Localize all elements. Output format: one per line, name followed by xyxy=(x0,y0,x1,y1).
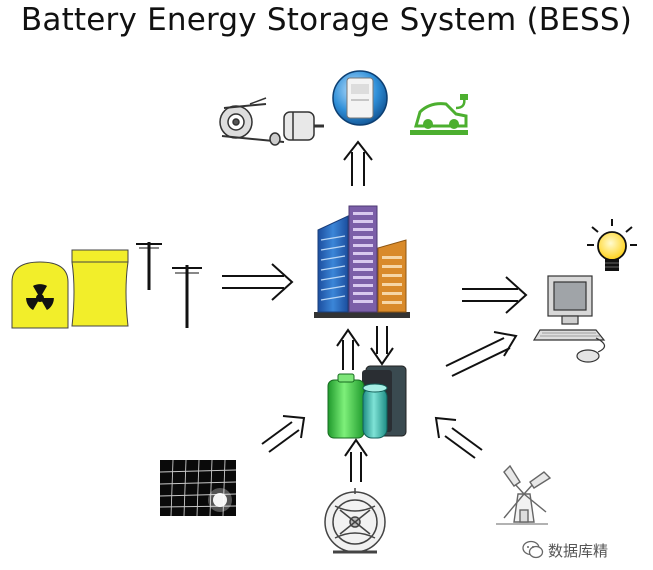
diagram-title: Battery Energy Storage System (BESS) xyxy=(20,2,633,38)
arrow-city-to-battery xyxy=(370,326,394,366)
solar-panel-icon xyxy=(159,459,237,517)
arrow-battery-to-city xyxy=(336,328,360,370)
arrow-city-to-computer xyxy=(462,276,528,314)
battery-icon xyxy=(327,365,407,439)
watermark-text: 数据库精 xyxy=(548,542,609,560)
electric-car-icon xyxy=(410,94,468,135)
buildings-icon xyxy=(314,205,410,318)
arrow-solar-to-battery xyxy=(261,415,306,453)
computer-icon xyxy=(532,275,606,363)
wechat-icon xyxy=(522,540,544,559)
arrow-city-to-loads xyxy=(343,140,373,186)
windmill-icon xyxy=(496,464,552,525)
nuclear-plant-icon xyxy=(11,249,129,329)
power-pole-icon xyxy=(136,242,202,328)
arrow-turbine-to-battery xyxy=(344,438,368,482)
arrow-wind-to-battery xyxy=(434,416,483,459)
lightbulb-icon xyxy=(587,219,637,271)
arrow-grid-to-city xyxy=(222,263,294,301)
appliance-globe-icon xyxy=(332,70,388,126)
hydro-turbine-icon xyxy=(324,488,386,554)
motor-belt-icon xyxy=(219,97,324,146)
arrow-battery-to-computer xyxy=(445,331,518,377)
